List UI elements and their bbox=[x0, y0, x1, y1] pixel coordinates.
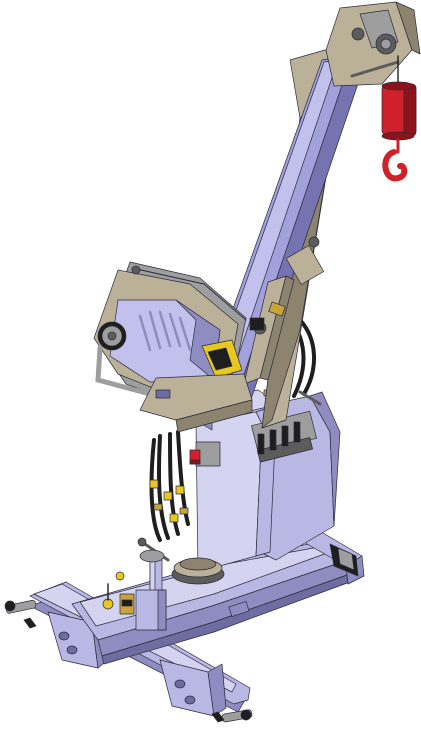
stabilizer-arm bbox=[299, 529, 365, 585]
winch-assembly bbox=[93, 261, 267, 405]
hose-bundle bbox=[149, 318, 316, 542]
hand-pump bbox=[102, 537, 170, 631]
winch-bracket bbox=[139, 373, 253, 433]
hoist-block bbox=[381, 55, 417, 182]
slewing-ring bbox=[171, 557, 225, 585]
emergency-switch bbox=[189, 441, 221, 467]
